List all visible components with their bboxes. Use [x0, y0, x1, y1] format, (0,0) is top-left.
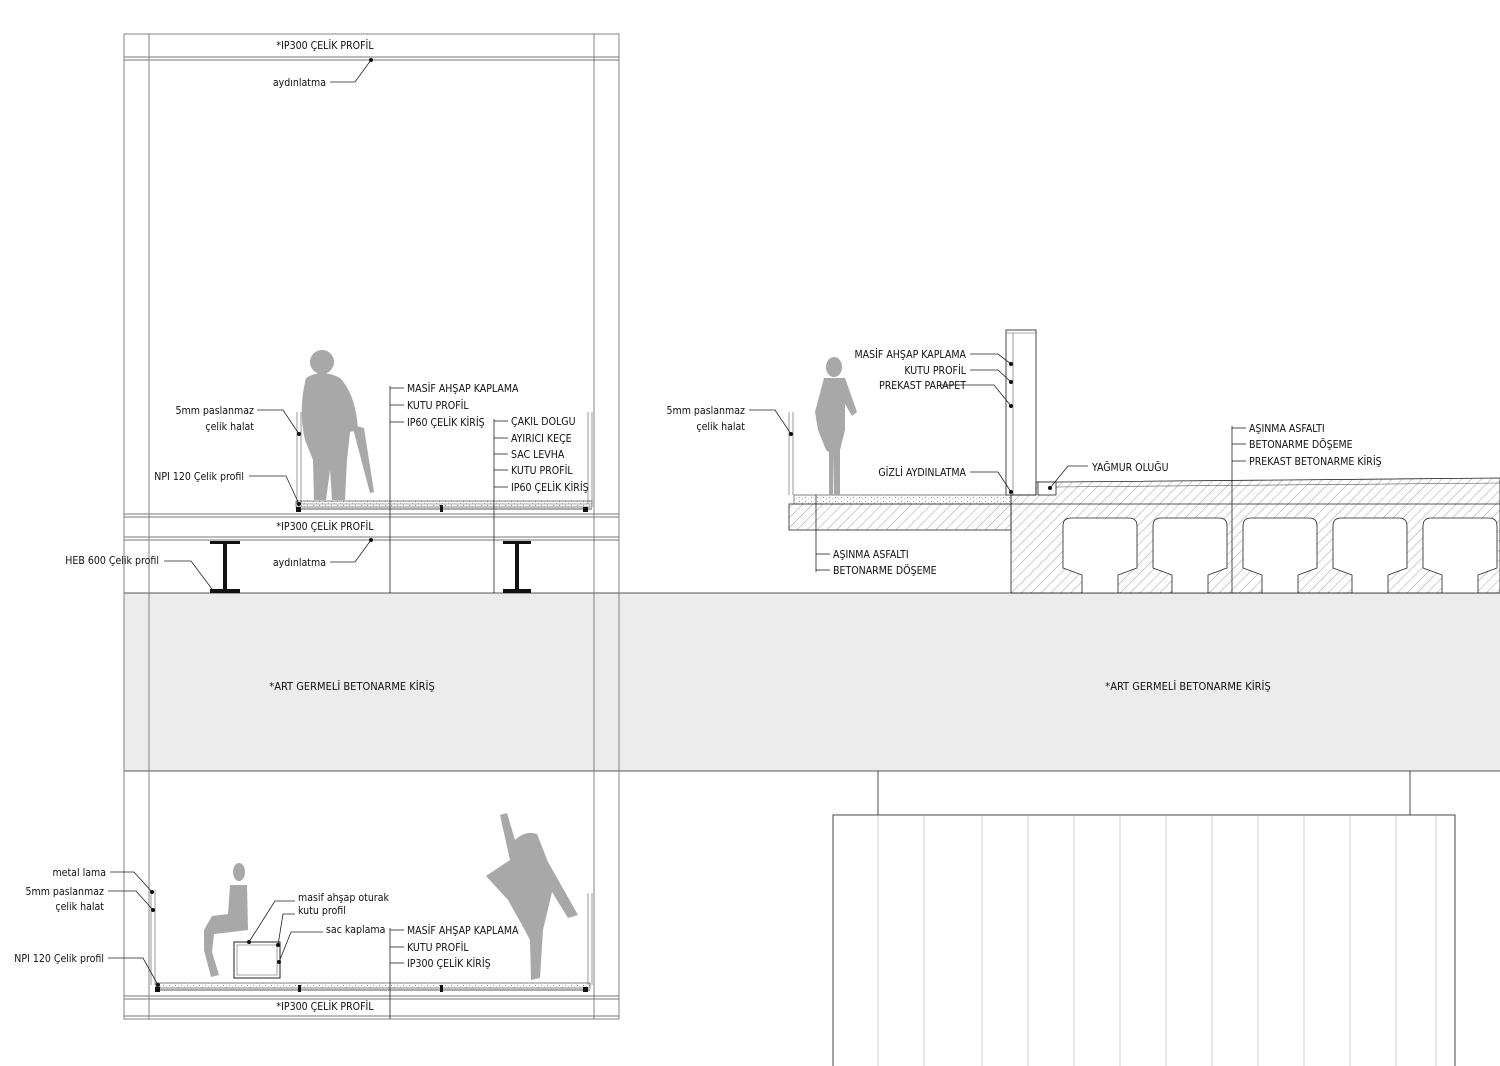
deck-layer-2: BETONARME DÖŞEME [833, 564, 937, 577]
gizli-label: GİZLİ AYDINLATMA [878, 466, 966, 479]
floor-layer-3: IP60 ÇELİK KİRİŞ [407, 416, 485, 429]
bike-deck [788, 412, 1012, 531]
person-silhouette-standing [301, 350, 374, 500]
leaders-top [164, 58, 508, 593]
ip300-mid-label: *IP300 ÇELİK PROFİL [276, 520, 374, 533]
yagmur-label: YAĞMUR OLUĞU [1091, 461, 1169, 474]
sac-label: sac kaplama [326, 924, 385, 936]
halat-top-label-2: çelik halat [205, 421, 254, 433]
halat-bottom-label-1: 5mm paslanmaz [26, 886, 105, 898]
beam-label-left: *ART GERMELİ BETONARME KİRİŞ [269, 680, 434, 693]
fill-layer-1: ÇAKIL DOLGU [511, 416, 576, 428]
seat-label-1: masif ahşap oturak [298, 892, 389, 904]
road-layer-1: AŞINMA ASFALTI [1249, 423, 1325, 435]
halat-top-label-1: 5mm paslanmaz [176, 405, 255, 417]
bottom-floor-layer-3: IP300 ÇELİK KİRİŞ [407, 957, 491, 970]
halat-bottom-label-2: çelik halat [55, 901, 104, 913]
bridge-pier [832, 771, 1456, 1066]
npi-top-label: NPI 120 Çelik profil [154, 471, 244, 483]
cyclist-silhouette [815, 357, 857, 495]
deck-layer-1: AŞINMA ASFALTI [833, 549, 909, 561]
halat-right-label-2: çelik halat [696, 421, 745, 433]
npi-bottom-label: NPI 120 Çelik profil [14, 953, 104, 965]
person-silhouette-dancing [486, 813, 578, 980]
seat-label-2: kutu profil [298, 905, 346, 917]
person-silhouette-sitting [204, 863, 248, 977]
metal-lama-label: metal lama [52, 867, 106, 879]
fill-layer-5: IP60 ÇELİK KİRİŞ [511, 481, 589, 494]
leaders-right [749, 353, 1246, 593]
heb-600-profiles [210, 541, 531, 593]
bottom-floor-layer-1: MASİF AHŞAP KAPLAMA [407, 924, 519, 937]
halat-right-label-1: 5mm paslanmaz [667, 405, 746, 417]
heb-label: HEB 600 Çelik profil [65, 555, 159, 567]
fill-layer-3: SAC LEVHA [511, 449, 565, 461]
fill-layer-4: KUTU PROFİL [511, 464, 573, 477]
precast-parapet [1005, 329, 1037, 496]
road-layer-2: BETONARME DÖŞEME [1249, 438, 1353, 451]
fill-layer-2: AYIRICI KEÇE [511, 433, 572, 445]
floor-layer-2: KUTU PROFİL [407, 399, 469, 412]
top-walkway-floor [295, 412, 593, 512]
prestressed-beam [124, 592, 1500, 772]
aydinlatma-mid-label: aydınlatma [273, 557, 326, 569]
parapet-layer-1: MASİF AHŞAP KAPLAMA [855, 348, 967, 361]
ip300-top-label: *IP300 ÇELİK PROFİL [276, 39, 374, 52]
ip300-bottom-label: *IP300 ÇELİK PROFİL [276, 1000, 374, 1013]
floor-layer-1: MASİF AHŞAP KAPLAMA [407, 382, 519, 395]
road-layer-3: PREKAST BETONARME KİRİŞ [1249, 455, 1382, 468]
parapet-layer-3: PREKAST PARAPET [879, 380, 966, 392]
parapet-layer-2: KUTU PROFİL [904, 364, 966, 377]
aydinlatma-top-label: aydınlatma [273, 77, 326, 89]
road-deck [1010, 477, 1500, 594]
leaders-bottom [108, 871, 404, 1019]
bottom-floor-layer-2: KUTU PROFİL [407, 941, 469, 954]
beam-label-right: *ART GERMELİ BETONARME KİRİŞ [1105, 680, 1270, 693]
bottom-walkway-floor [150, 890, 593, 992]
